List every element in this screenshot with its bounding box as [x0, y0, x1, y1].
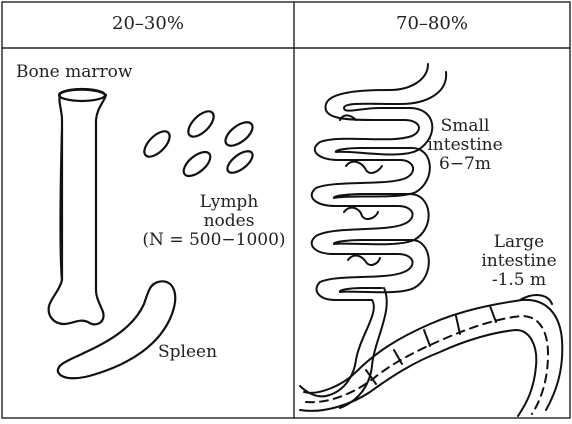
large-intestine-label-line3: -1.5 m — [474, 270, 564, 290]
large-intestine-label-line2: intestine — [474, 251, 564, 271]
spleen-label: Spleen — [158, 342, 217, 362]
bone-drawing — [49, 89, 106, 324]
bone-marrow-label: Bone marrow — [16, 62, 132, 82]
large-intestine-label-line1: Large — [474, 232, 564, 252]
spleen-drawing — [58, 281, 175, 378]
lymph-nodes-label-line2: nodes — [174, 211, 284, 231]
header-right-percent: 70–80% — [294, 14, 570, 34]
lymph-nodes-drawing — [140, 107, 257, 180]
small-intestine-label-line3: 6−7m — [425, 154, 505, 174]
small-intestine-label-line2: intestine — [420, 135, 510, 155]
lymph-nodes-label-line1: Lymph — [174, 192, 284, 212]
small-intestine-label-line1: Small — [425, 116, 505, 136]
header-left-percent: 20–30% — [2, 14, 294, 34]
large-intestine-drawing — [300, 295, 562, 416]
lymph-nodes-label-line3: (N = 500−1000) — [134, 230, 294, 250]
